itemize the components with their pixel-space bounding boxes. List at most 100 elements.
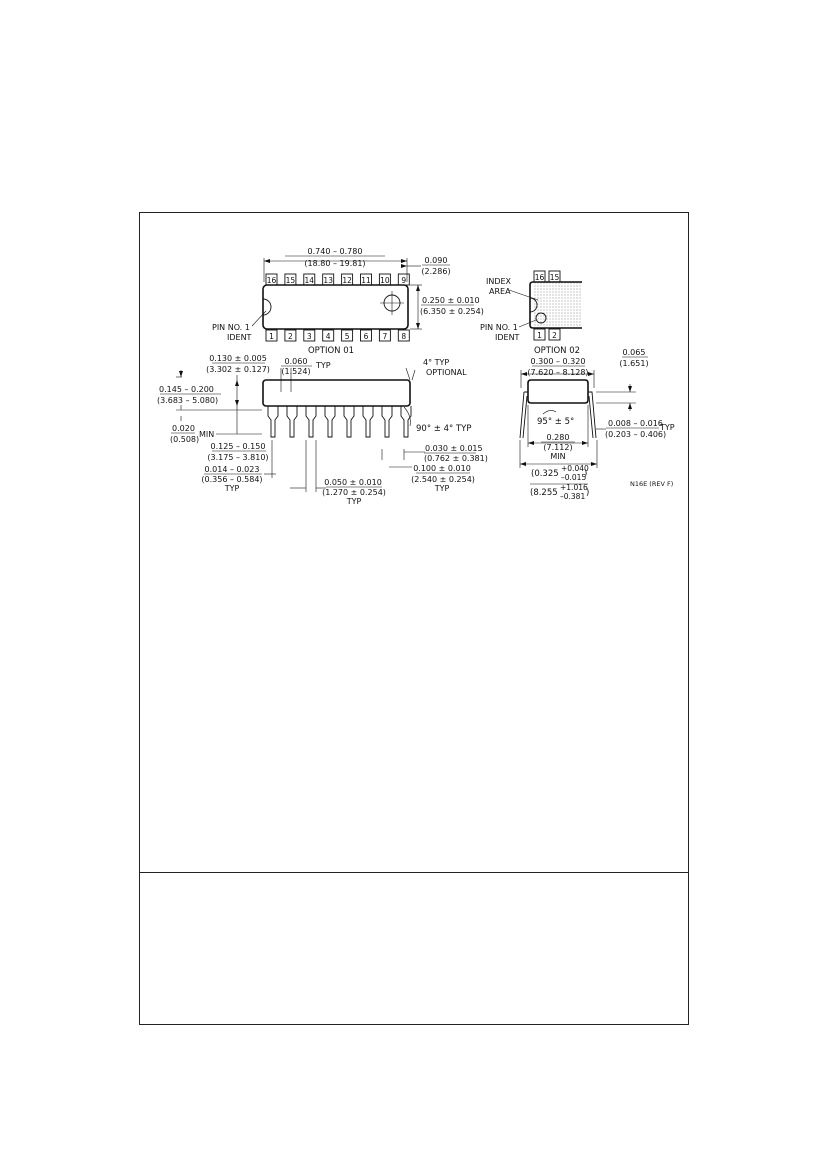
drawing-frame [139,212,689,1025]
end-spread-mm-base: (8.255 [530,488,558,498]
side-seat-mm: (0.508) [170,435,199,444]
end-spread-in-close: ) [584,469,587,479]
option01-top-pin-label-13: 13 [323,276,333,285]
option01-top-pin-box-12 [341,273,354,286]
end-min-label: MIN [550,452,565,461]
option01-top-pin-label-14: 14 [305,276,315,285]
side-shoulderw-mm: (1.270 ± 0.254) [322,488,386,497]
side-seat-in: 0.020 [172,424,195,433]
side-spacing-in: 0.100 ± 0.010 [413,464,471,473]
side-leadw-mm: (0.356 – 0.584) [201,475,262,484]
option01-top-pin-label-12: 12 [342,276,352,285]
option01-bottom-pin-label-7: 7 [383,332,388,341]
option01-bottom-pin-label-5: 5 [345,332,350,341]
end-lead-right [588,391,597,439]
option02-index-circle [535,312,547,324]
side-lead-angle: 90° ± 4° TYP [416,424,471,434]
side-angle-top: 4° TYP [423,358,449,367]
end-065-mm: (1.651) [619,359,648,368]
option01-top-pin-box-16 [265,273,278,286]
option01-end-mm: (2.286) [421,267,450,276]
option01-top-pin-box-9 [397,273,410,286]
option01-top-pin-box-13 [322,273,335,286]
side-seat-min: MIN [199,430,214,439]
end-view: 0.300 – 0.320 (7.620 – 8.128) 0.065 (1.6… [519,348,675,501]
option02-top-pin-label-15: 15 [550,273,560,282]
option01-top-pin-box-15 [284,273,297,286]
option01-bottom-pin-label-4: 4 [326,332,331,341]
option01-top-pin-box-11 [360,273,372,286]
option01-bottom-pin-label-6: 6 [364,332,369,341]
option01-bottom-pin-box-6 [360,329,372,342]
option02-bottom-pin-label-1: 1 [537,331,542,340]
option01-top-pin-label-11: 11 [361,276,371,285]
side-angle-optional: OPTIONAL [426,368,467,377]
side-tip-in: 0.030 ± 0.015 [425,444,483,453]
option01-pin1-label: PIN NO. 1 [212,323,250,332]
end-thick-mm: (0.203 – 0.406) [605,430,666,439]
option01-length-in: 0.740 – 0.780 [308,247,363,256]
end-thick-in: 0.008 – 0.016 [608,419,663,428]
end-spread-in-base: (0.325 [531,469,559,479]
option02-caption: OPTION 02 [534,346,580,356]
end-spread-mm-minus: –0.381 [560,492,585,501]
option01-bottom-pin-box-3 [303,329,316,342]
option01-bottom-pin-box-5 [341,329,354,342]
option02-bottom-pin-box-2 [548,328,561,341]
end-spread-in-plus: +0.040 [561,464,589,473]
option02-body [529,281,582,329]
end-min-in: 0.280 [547,433,570,442]
end-angle: 95° ± 5° [537,417,574,427]
side-lead-8 [400,406,412,438]
side-view: 0.130 ± 0.005 (3.302 ± 0.127) 0.060 (1.5… [157,354,488,506]
option01-top-pin-box-10 [378,273,391,286]
option02-area-label: AREA [489,287,511,296]
side-lead-2 [286,406,298,438]
option01-bottom-pin-box-4 [322,329,335,342]
end-body [527,379,589,404]
side-spacing-typ: TYP [434,484,450,493]
side-lead-7 [381,406,393,438]
option02-top-pin-box-15 [548,270,561,283]
option02-index-label: INDEX [486,277,512,286]
option02-pin1-ident: IDENT [495,333,520,342]
drawing-number: N16E (REV F) [630,480,673,488]
option02-bottom-pin-label-2: 2 [552,331,557,340]
pin1-notch [262,298,272,316]
option01-caption: OPTION 01 [308,346,354,356]
side-height-in: 0.145 – 0.200 [159,385,214,394]
side-height-mm: (3.683 – 5.080) [157,396,218,405]
side-shoulderw-in: 0.050 ± 0.010 [324,478,382,487]
option02-top-pin-box-16 [533,270,546,283]
side-shoulder-in: 0.130 ± 0.005 [209,354,267,363]
side-shoulder-mm: (3.302 ± 0.127) [206,365,270,374]
side-body [262,379,411,407]
option01-width-in: 0.250 ± 0.010 [422,296,480,305]
end-spread-mm-plus: +1.016 [560,483,588,492]
side-pitch-typ: TYP [315,361,331,370]
side-pitch-mm: (1.524) [281,367,310,376]
option02-bottom-pin-box-1 [533,328,546,341]
side-lead-4 [324,406,336,438]
option01-bottom-pin-label-2: 2 [288,332,293,341]
end-thick-typ: TYP [659,423,675,432]
side-leadlen-in: 0.125 – 0.150 [211,442,266,451]
side-leadw-typ: TYP [224,484,240,493]
frame-divider [140,872,688,873]
side-leadw-in: 0.014 – 0.023 [205,465,260,474]
option02-pin1-label: PIN NO. 1 [480,323,518,332]
end-min-mm: (7.112) [543,443,572,452]
end-065-in: 0.065 [623,348,646,357]
option01-top-pin-label-9: 9 [401,276,406,285]
side-lead-1 [267,406,279,438]
option01-bottom-pin-label-3: 3 [307,332,312,341]
option01-bottom-pin-box-8 [397,329,410,342]
option01-end-in: 0.090 [425,256,448,265]
side-tip-mm: (0.762 ± 0.381) [424,454,488,463]
option01-bottom-pin-label-1: 1 [269,332,274,341]
end-lead-left [519,391,528,439]
end-row-in: 0.300 – 0.320 [531,357,586,366]
